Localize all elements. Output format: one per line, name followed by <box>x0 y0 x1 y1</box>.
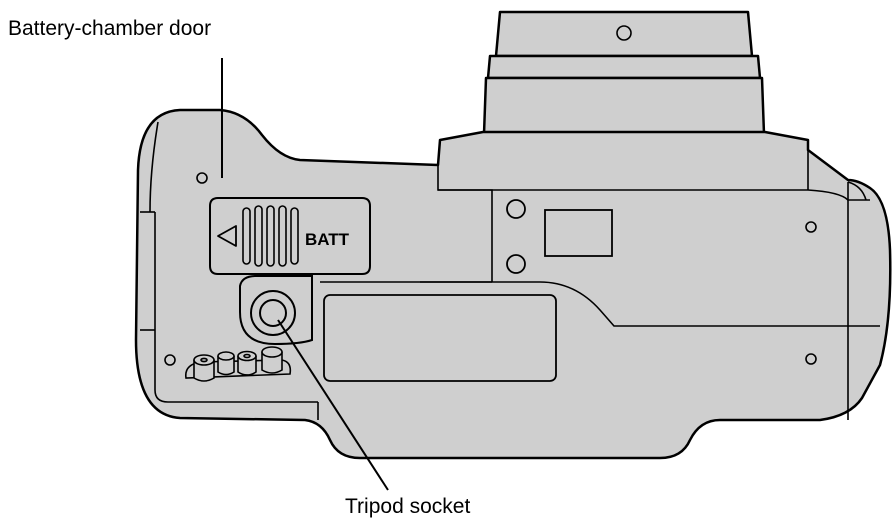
pin-2-top <box>217 351 235 361</box>
pin-1-core <box>200 357 208 363</box>
tripod-socket-leader <box>277 319 389 491</box>
callout-leaders <box>221 58 389 491</box>
grip-rib <box>254 205 263 267</box>
contact-pins <box>184 346 292 382</box>
screw-top-left <box>196 172 208 184</box>
panel-button-upper <box>506 199 526 219</box>
grip-rib <box>278 205 287 267</box>
left-triangle-icon <box>217 225 237 247</box>
panel-button-lower <box>506 254 526 274</box>
battery-chamber-door: BATT <box>209 197 371 275</box>
screws <box>164 172 817 366</box>
body-right-edges <box>847 181 880 420</box>
lens-barrel <box>482 10 766 136</box>
grip-ribs <box>242 205 299 267</box>
grip-rib <box>242 207 251 265</box>
body-left-details <box>140 121 319 420</box>
panel-buttons <box>506 199 526 274</box>
grip-rib <box>290 207 299 265</box>
screw-right-bottom <box>805 353 817 365</box>
lens-front-ring <box>494 10 754 58</box>
pin-1 <box>193 360 215 382</box>
batt-marking: BATT <box>305 230 350 249</box>
cover-recess <box>323 294 557 382</box>
pin-3 <box>237 356 257 376</box>
pin-4 <box>261 352 283 374</box>
battery-chamber-door-label: Battery-chamber door <box>8 17 212 40</box>
pin-4-top <box>261 346 283 358</box>
top-ridge-panel <box>437 150 849 282</box>
lens-rear-ring <box>482 76 766 136</box>
tripod-socket <box>239 275 313 346</box>
pin-2 <box>217 356 235 376</box>
tripod-socket-hole <box>259 299 287 327</box>
grip-rib <box>266 205 275 267</box>
lens-mid-ring <box>486 54 762 80</box>
rectangular-window <box>544 209 613 257</box>
tripod-socket-label: Tripod socket <box>345 495 471 518</box>
lens-marker-dot <box>616 25 632 41</box>
screw-right-top <box>805 221 817 233</box>
screw-left-bottom <box>164 354 176 366</box>
pin-3-core <box>243 353 251 359</box>
